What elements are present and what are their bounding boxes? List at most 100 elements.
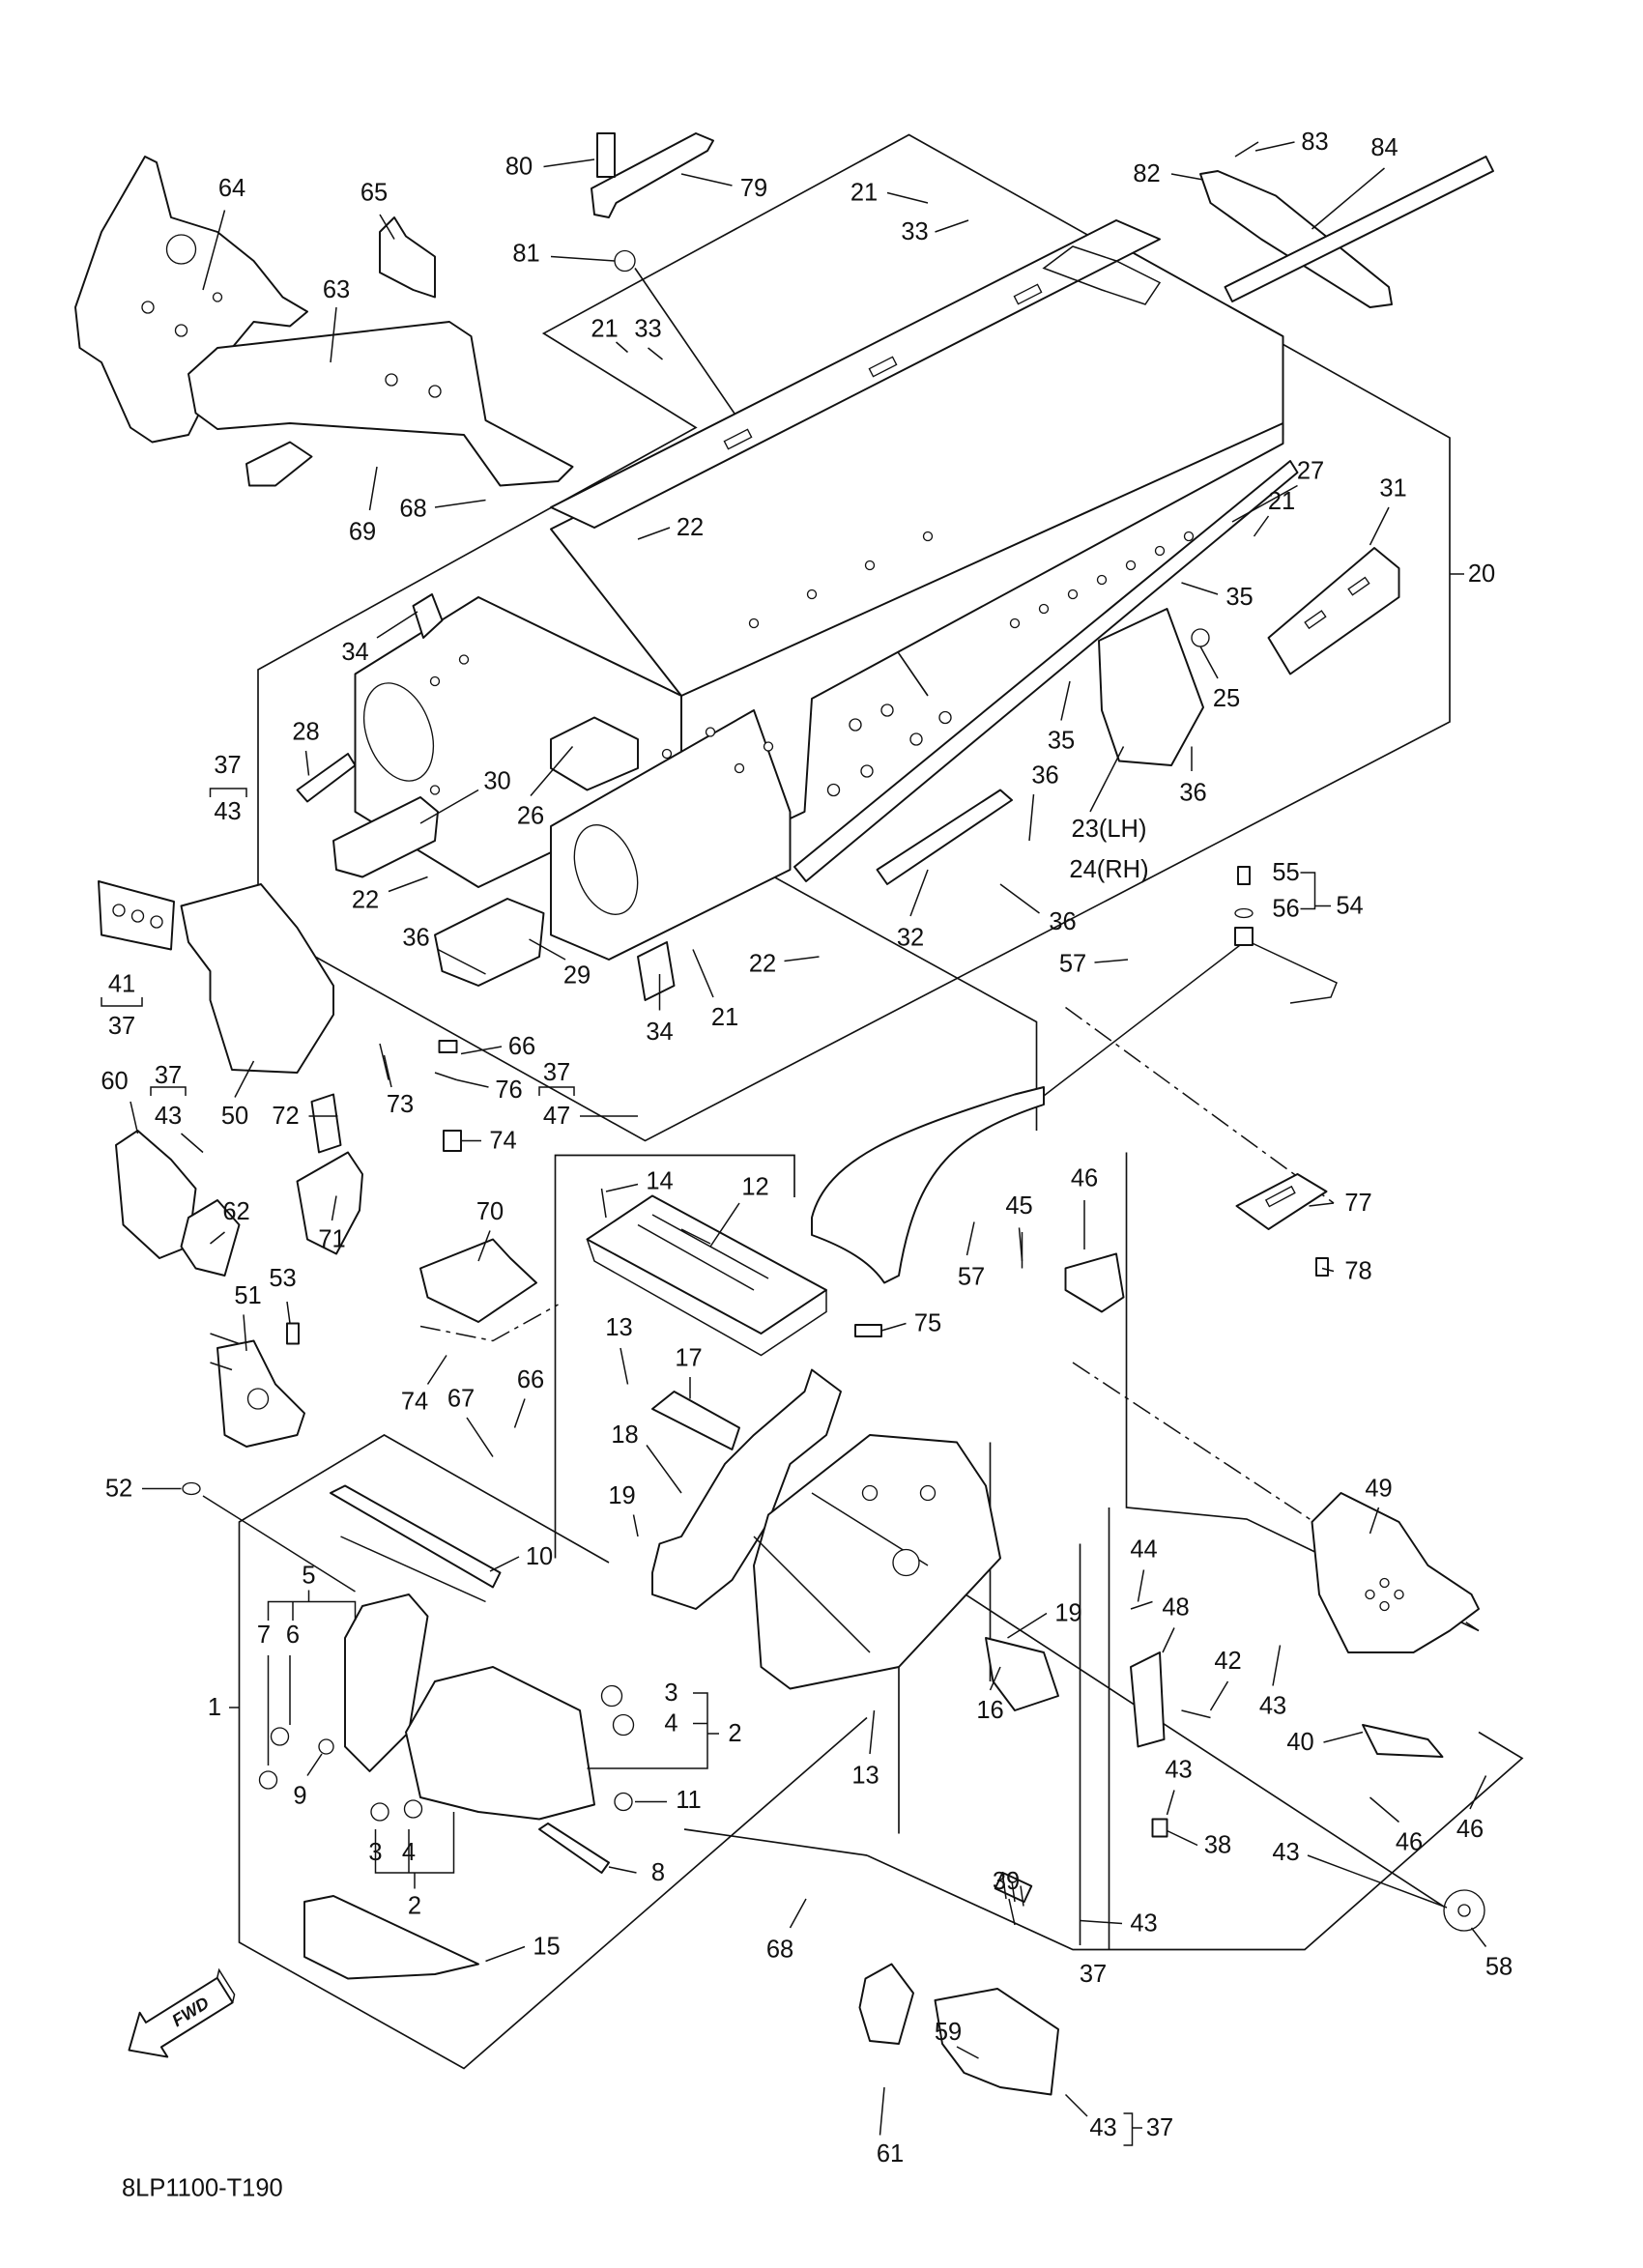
callout-label-12: 82 xyxy=(1133,160,1160,187)
callout-label-17: 31 xyxy=(1379,474,1406,502)
bar-28 xyxy=(296,753,357,803)
callout-label-54: 50 xyxy=(221,1103,248,1130)
bracket-82-bar-84 xyxy=(1199,141,1494,308)
frame-group-outline xyxy=(257,133,1451,1142)
callout-label-86: 19 xyxy=(1054,1599,1081,1626)
callout-label-52: 37 xyxy=(155,1062,182,1089)
callout-label-109: 15 xyxy=(533,1933,560,1960)
tunnel-holes xyxy=(429,283,1195,797)
bracket-5 xyxy=(344,1593,429,1772)
clip-38 xyxy=(1151,1818,1168,1838)
callout-label-100: 46 xyxy=(1456,1816,1484,1843)
callout-label-49: 37 xyxy=(543,1059,570,1086)
bracket-50 xyxy=(180,883,334,1074)
callout-label-38: 22 xyxy=(749,950,776,977)
callout-label-85: 48 xyxy=(1162,1593,1189,1621)
callout-label-21: 25 xyxy=(1213,685,1240,712)
callout-label-10: 83 xyxy=(1301,129,1328,156)
callout-label-53: 43 xyxy=(155,1103,182,1130)
callout-label-39: 34 xyxy=(646,1019,673,1046)
callout-label-1: 79 xyxy=(740,175,767,202)
plate-77 xyxy=(1235,1173,1329,1277)
callout-label-105: 2 xyxy=(408,1892,421,1919)
callout-label-111: 37 xyxy=(1080,1961,1107,1988)
callout-label-45: 41 xyxy=(108,970,135,997)
engine-mount-group-outline xyxy=(866,1731,1524,1951)
spring-39 xyxy=(994,1871,1033,1907)
bracket-72 xyxy=(310,1093,342,1154)
callout-label-112: 58 xyxy=(1485,1953,1513,1980)
callout-label-110: 68 xyxy=(766,1936,793,1963)
callout-label-102: 3 xyxy=(368,1839,382,1866)
callout-label-95: 13 xyxy=(851,1762,879,1789)
callout-label-90: 4 xyxy=(664,1709,677,1737)
callout-label-47: 66 xyxy=(508,1033,535,1060)
callout-label-83: 6 xyxy=(286,1622,300,1649)
tube-assembly-57 xyxy=(811,866,1338,1284)
callout-label-62: 12 xyxy=(741,1173,768,1200)
callout-label-82: 7 xyxy=(257,1622,271,1649)
front-bracket-64 xyxy=(74,156,308,444)
callout-label-97: 11 xyxy=(676,1787,701,1814)
callout-label-37: 36 xyxy=(1049,908,1076,935)
callout-label-4: 65 xyxy=(360,179,388,206)
front-rail-63 xyxy=(187,321,574,487)
center-frame-13-19 xyxy=(651,1368,1001,1690)
bracket-30 xyxy=(332,796,439,878)
hub-58 xyxy=(1443,1889,1485,1932)
callout-label-0: 80 xyxy=(505,153,533,180)
bracket-center-1 xyxy=(405,1666,595,1821)
callout-label-55: 73 xyxy=(387,1091,414,1118)
callout-label-74: 67 xyxy=(447,1385,475,1412)
callout-label-30: 26 xyxy=(517,802,544,829)
callout-label-84: 44 xyxy=(1130,1536,1157,1563)
fwd-arrow: FWD xyxy=(128,1967,236,2058)
callout-label-81: 5 xyxy=(302,1562,315,1589)
bracket-71 xyxy=(296,1151,363,1255)
callout-label-59: 71 xyxy=(318,1225,345,1252)
callout-label-79: 19 xyxy=(608,1482,635,1509)
leader-lines xyxy=(130,141,1487,2136)
callout-label-77: 18 xyxy=(611,1421,638,1449)
callout-label-75: 66 xyxy=(517,1366,544,1393)
callout-label-35: 29 xyxy=(563,962,591,989)
callout-label-3: 64 xyxy=(218,175,245,202)
rod-8 xyxy=(538,1823,610,1874)
tray-12 xyxy=(586,1188,827,1357)
callout-label-106: 43 xyxy=(1272,1839,1299,1866)
cap-25 xyxy=(1191,628,1210,647)
callout-label-78: 52 xyxy=(105,1475,132,1502)
callout-label-50: 47 xyxy=(543,1103,570,1130)
front-suspension-group-outline xyxy=(238,1434,868,2070)
bolt-75 xyxy=(854,1324,882,1337)
callout-label-69: 51 xyxy=(234,1282,261,1309)
callout-label-65: 45 xyxy=(1005,1192,1032,1220)
callout-label-33: 22 xyxy=(352,886,379,913)
callout-label-36: 32 xyxy=(897,924,924,951)
plate-79-bolt-80-nut-81 xyxy=(591,132,714,273)
callout-label-70: 75 xyxy=(914,1309,941,1336)
callout-label-41: 55 xyxy=(1272,859,1299,886)
callout-label-28: 28 xyxy=(292,718,319,745)
guard-15 xyxy=(303,1895,479,1980)
callout-label-22: 35 xyxy=(1048,727,1075,754)
callout-label-67: 78 xyxy=(1344,1257,1371,1284)
callout-label-23: 36 xyxy=(1031,761,1058,789)
callout-label-2: 81 xyxy=(512,240,539,267)
bolts-44-42 xyxy=(1130,1600,1211,1719)
callout-label-24: 36 xyxy=(1179,779,1206,806)
bracket-40 xyxy=(1362,1724,1444,1758)
plate-41 xyxy=(98,880,175,951)
callout-label-113: 59 xyxy=(935,2019,962,2046)
callout-label-7: 68 xyxy=(399,495,426,522)
callout-label-43: 54 xyxy=(1336,892,1363,919)
callout-label-42: 56 xyxy=(1272,895,1299,922)
callout-label-15: 22 xyxy=(677,514,704,541)
callout-label-29: 30 xyxy=(483,767,510,794)
callout-label-48: 76 xyxy=(495,1077,522,1104)
callout-label-20: 35 xyxy=(1225,584,1253,611)
callout-label-96: 9 xyxy=(293,1782,306,1809)
callout-label-103: 4 xyxy=(402,1839,416,1866)
callout-label-26: 24(RH) xyxy=(1069,856,1148,883)
callout-label-107: 39 xyxy=(993,1868,1020,1895)
